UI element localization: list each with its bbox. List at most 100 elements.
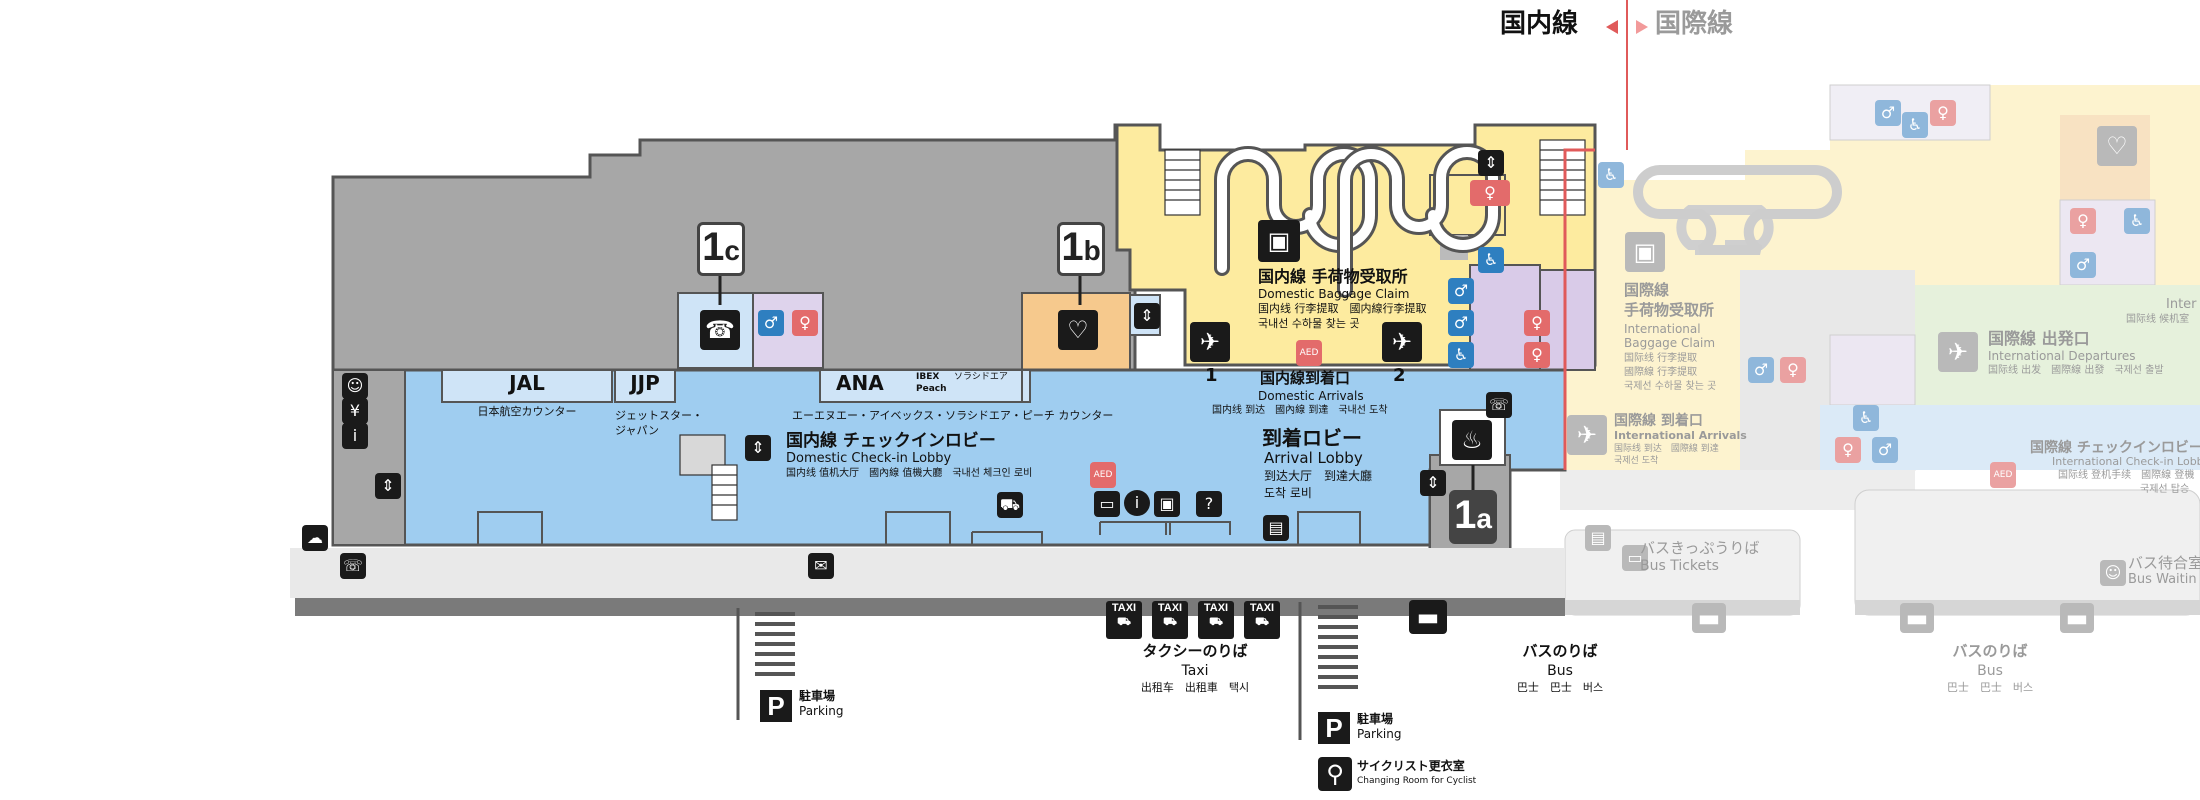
- bus-waiting-en: Bus Waitin: [2128, 572, 2197, 587]
- parking-icon-1: P: [760, 690, 792, 722]
- intl-womens-restroom-icon-3: ♀: [1780, 357, 1806, 383]
- baggage-carousels: [1214, 144, 1501, 298]
- pin-1b[interactable]: 1b: [1057, 222, 1105, 276]
- rental-car-icon: ⛟: [997, 492, 1023, 518]
- parking-2-title: 駐車場: [1357, 712, 1394, 726]
- information-icon-left: i: [342, 423, 368, 449]
- aed-icon-2: AED: [1090, 462, 1116, 488]
- intl-baby-care-icon: ♡: [2097, 126, 2137, 166]
- womens-restroom-icon: ♀: [792, 310, 818, 336]
- intl-accessible-toilet-icon-3: ♿: [1853, 405, 1879, 431]
- taxi-badge-2: TAXI: [1157, 602, 1183, 614]
- checkin-lobby-title: 国内線 チェックインロビー: [786, 431, 996, 451]
- international-label: 国際線: [1655, 9, 1734, 39]
- elevator-icon-2: ⇕: [1478, 150, 1504, 176]
- bus-ticket-counter-icon: ▭: [1622, 545, 1648, 571]
- intl-baggage-en-2: Baggage Claim: [1624, 336, 1716, 350]
- taxi-stand-icon-4: TAXI⛟: [1244, 601, 1280, 639]
- checkin-lobby-en: Domestic Check-in Lobby: [786, 451, 952, 466]
- intl-checkin-title: 国際線 チェックインロビー: [2030, 440, 2200, 456]
- baggage-claim-ko: 국내선 수하물 찾는 곳: [1258, 317, 1360, 330]
- domestic-arrivals-sub: 国内线 到达 國內線 到達 국내선 도착: [1212, 405, 1388, 416]
- mens-restroom-icon: ♂: [758, 310, 784, 336]
- baby-care-icon-lobby: ☺: [342, 373, 368, 399]
- parking-1-title: 駐車場: [799, 689, 836, 703]
- intl-departures-en: International Departures: [1988, 349, 2136, 363]
- bus-information-icon: ?: [1196, 491, 1222, 517]
- womens-restroom-icon-3: ♀: [1524, 342, 1550, 368]
- parking-1-en: Parking: [799, 704, 844, 718]
- arrivals-icon-2: ✈: [1382, 322, 1422, 362]
- bus-stop-icon: ▬: [1409, 600, 1447, 634]
- taxi-badge-1: TAXI: [1111, 602, 1137, 614]
- intl-mens-restroom-icon-4: ♂: [1872, 437, 1898, 463]
- arrivals-gate-1: 1: [1205, 365, 1218, 386]
- jjp-counter[interactable]: JJP: [630, 371, 660, 395]
- intl-checkin-ko: 국제선 탑승: [2140, 484, 2190, 495]
- taxi-stand-icon-3: TAXI⛟: [1198, 601, 1234, 639]
- baggage-claim-en: Domestic Baggage Claim: [1258, 287, 1410, 301]
- arrival-lobby-title: 到着ロビー: [1262, 426, 1362, 450]
- atm-icon: ¥: [342, 398, 368, 424]
- pin-1a[interactable]: 1a: [1449, 490, 1497, 544]
- information-icon: i: [1124, 490, 1150, 516]
- lost-luggage-icon: ▣: [1154, 491, 1180, 517]
- baggage-stairs: [1164, 139, 1586, 216]
- ana-counter-sub: エーエヌエー・アイベックス・ソラシドエア・ピーチ カウンター: [792, 409, 1114, 422]
- bus-en: Bus: [1547, 663, 1573, 679]
- intl-baggage-title-1: 国際線: [1624, 281, 1670, 299]
- domestic-arrivals-title: 国内線到着口: [1260, 369, 1351, 387]
- baby-care-room-icon: ♡: [1058, 310, 1098, 350]
- ticket-machine-icon: ▤: [1263, 515, 1289, 541]
- postbox-icon: ✉: [808, 553, 834, 579]
- intl-baggage-zh-1: 国际线 行李提取: [1624, 353, 1698, 364]
- lobby-stairs: [679, 434, 738, 521]
- bus-tickets-title: バスきっぷうりば: [1640, 539, 1760, 557]
- bus-tickets-en: Bus Tickets: [1640, 558, 1719, 574]
- ana-counter[interactable]: ANA: [836, 371, 884, 395]
- taxi-title: タクシーのりば: [1142, 642, 1248, 660]
- baggage-icon: ▣: [1258, 220, 1300, 262]
- mens-restroom-icon-3: ♂: [1448, 310, 1474, 336]
- cyclist-en: Changing Room for Cyclist: [1357, 776, 1477, 786]
- intl-bus-stop-icon-1: ▬: [1692, 603, 1726, 633]
- solaseed-label: ソラシドエア: [954, 372, 1008, 382]
- baggage-claim-zh: 国内线 行李提取 國内線行李提取: [1258, 302, 1427, 315]
- elevator-icon-5: ⇕: [1420, 470, 1446, 496]
- intl-arrivals-icon: ✈: [1567, 415, 1607, 455]
- intl-baggage-title-2: 手荷物受取所: [1624, 301, 1715, 319]
- smoking-area-icon: ☁: [302, 525, 328, 551]
- baggage-claim-title: 国内線 手荷物受取所: [1258, 267, 1408, 286]
- accessible-toilet-icon: ♿: [1478, 247, 1504, 273]
- telephone-icon: ☏: [1486, 392, 1512, 418]
- intl-arrivals-ko: 국제선 도착: [1614, 456, 1659, 466]
- taxi-en: Taxi: [1181, 663, 1209, 679]
- intl-checkin-en: International Check-in Lobby: [2052, 455, 2200, 468]
- hotel-reservation-icon: ▭: [1094, 491, 1120, 517]
- taxi-badge-4: TAXI: [1249, 602, 1275, 614]
- parking-2-en: Parking: [1357, 727, 1402, 741]
- intl-arrivals-zh: 国际线 到达 國際線 到達: [1614, 444, 1719, 454]
- intl-mens-restroom-icon-2: ♂: [2070, 252, 2096, 278]
- intl-accessible-toilet-icon-2: ♿: [2124, 208, 2150, 234]
- intl-aed-icon: AED: [1990, 462, 2016, 488]
- jal-counter[interactable]: JAL: [509, 371, 545, 395]
- arrivals-gate-2: 2: [1393, 365, 1406, 386]
- womens-restroom-icon-4: ♀: [1470, 180, 1510, 206]
- womens-restroom-icon-2: ♀: [1524, 310, 1550, 336]
- arrivals-icon-1: ✈: [1190, 322, 1230, 362]
- bus-title: バスのりば: [1522, 642, 1598, 660]
- crossings: [755, 605, 1358, 689]
- intl-arrivals-en: International Arrivals: [1614, 429, 1747, 442]
- intl-departures-icon: ✈: [1938, 332, 1978, 372]
- aed-icon: AED: [1296, 340, 1322, 366]
- intl-bus-stop-icon-3: ▬: [2060, 603, 2094, 633]
- arrival-lobby-zh: 到达大厅 到達大廳: [1264, 469, 1373, 483]
- pin-1c[interactable]: 1c: [697, 222, 745, 276]
- bus-ticket-icon: ▤: [1585, 525, 1611, 551]
- intl-bus-stop-icon-2: ▬: [1900, 603, 1934, 633]
- bus-waiting-room-icon: ☺: [2100, 560, 2126, 586]
- checkin-lobby-sub: 国内线 值机大厅 國內線 值機大廳 국내선 체크인 로비: [786, 468, 1033, 479]
- arrival-lobby-ko: 도착 로비: [1264, 486, 1312, 500]
